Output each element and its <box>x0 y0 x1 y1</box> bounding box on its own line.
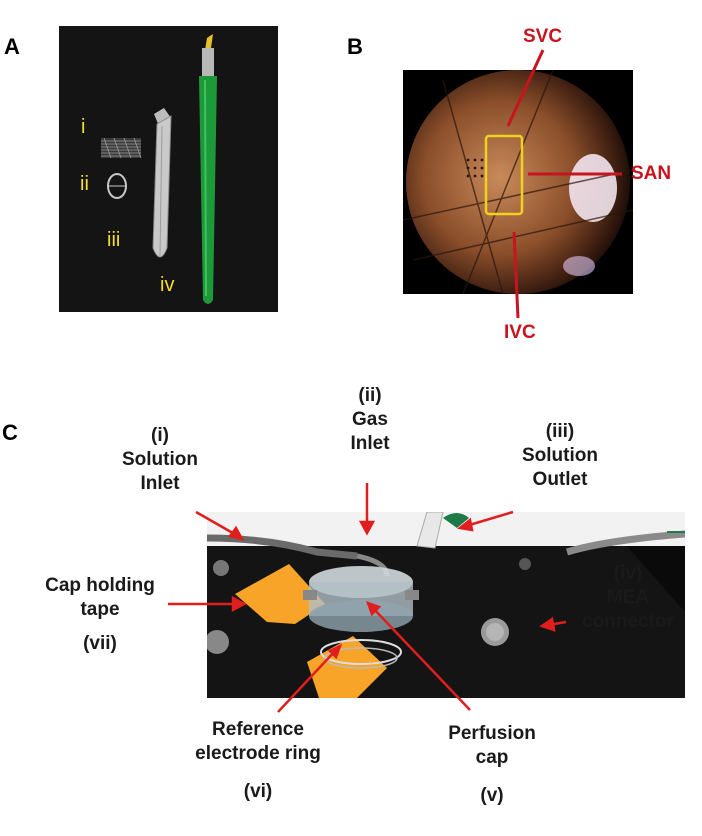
label-gas-inlet-line2: Inlet <box>350 432 390 454</box>
label-perf-line1: Perfusion <box>448 723 536 744</box>
label-gas-inlet-num: (ii) <box>358 385 382 406</box>
panel-b-letter: B <box>347 34 363 59</box>
label-cap-tape-line2: tape <box>80 598 120 620</box>
label-mea-num: (iv) <box>613 563 643 584</box>
label-solution-outlet-num: (iii) <box>545 421 575 442</box>
item-label-i: i <box>81 116 86 138</box>
mesh-item <box>101 137 142 159</box>
label-solution-inlet: (i) Solution Inlet <box>100 424 220 495</box>
label-ivc: IVC <box>504 322 536 343</box>
label-gas-inlet: (ii) Gas Inlet <box>320 384 420 455</box>
label-solution-outlet-line1: Solution <box>522 444 598 466</box>
san-highlight-box <box>484 134 524 216</box>
brush-item <box>199 34 217 304</box>
label-solution-inlet-line2: Inlet <box>140 472 180 494</box>
label-mea-line1: MEA <box>606 586 650 608</box>
panel-c-letter: C <box>2 420 18 445</box>
panel-a-photo <box>59 26 278 312</box>
label-cap-holding-tape: Cap holding tape (vii) <box>30 574 170 655</box>
item-label-iv: iv <box>160 274 175 296</box>
tweezers-item <box>152 108 172 258</box>
label-gas-inlet-line1: Gas <box>352 408 388 430</box>
label-cap-tape-line1: Cap holding <box>45 575 155 596</box>
label-solution-inlet-line1: Solution <box>122 448 198 470</box>
label-ref-num: (vi) <box>243 780 273 802</box>
label-ref-line1: Reference <box>212 719 304 740</box>
label-solution-outlet: (iii) Solution Outlet <box>500 420 620 491</box>
label-mea-connector: (iv) MEA connector <box>566 562 690 633</box>
label-mea-line2: connector <box>582 610 674 632</box>
label-perf-num: (v) <box>480 784 504 806</box>
label-ref-line2: electrode ring <box>195 742 321 764</box>
item-label-ii: ii <box>80 173 89 195</box>
panel-c-setup-photo <box>207 512 685 698</box>
label-solution-inlet-num: (i) <box>151 425 169 446</box>
item-label-iii: iii <box>107 229 121 251</box>
panel-a-letter: A <box>4 34 20 59</box>
label-san: SAN <box>631 163 672 184</box>
label-perfusion-cap: Perfusion cap (v) <box>422 722 562 807</box>
label-svc: SVC <box>523 26 563 47</box>
label-perf-line2: cap <box>475 746 509 768</box>
label-reference-electrode: Reference electrode ring (vi) <box>168 718 348 803</box>
label-cap-tape-num: (vii) <box>83 632 117 654</box>
label-solution-outlet-line2: Outlet <box>532 468 588 490</box>
